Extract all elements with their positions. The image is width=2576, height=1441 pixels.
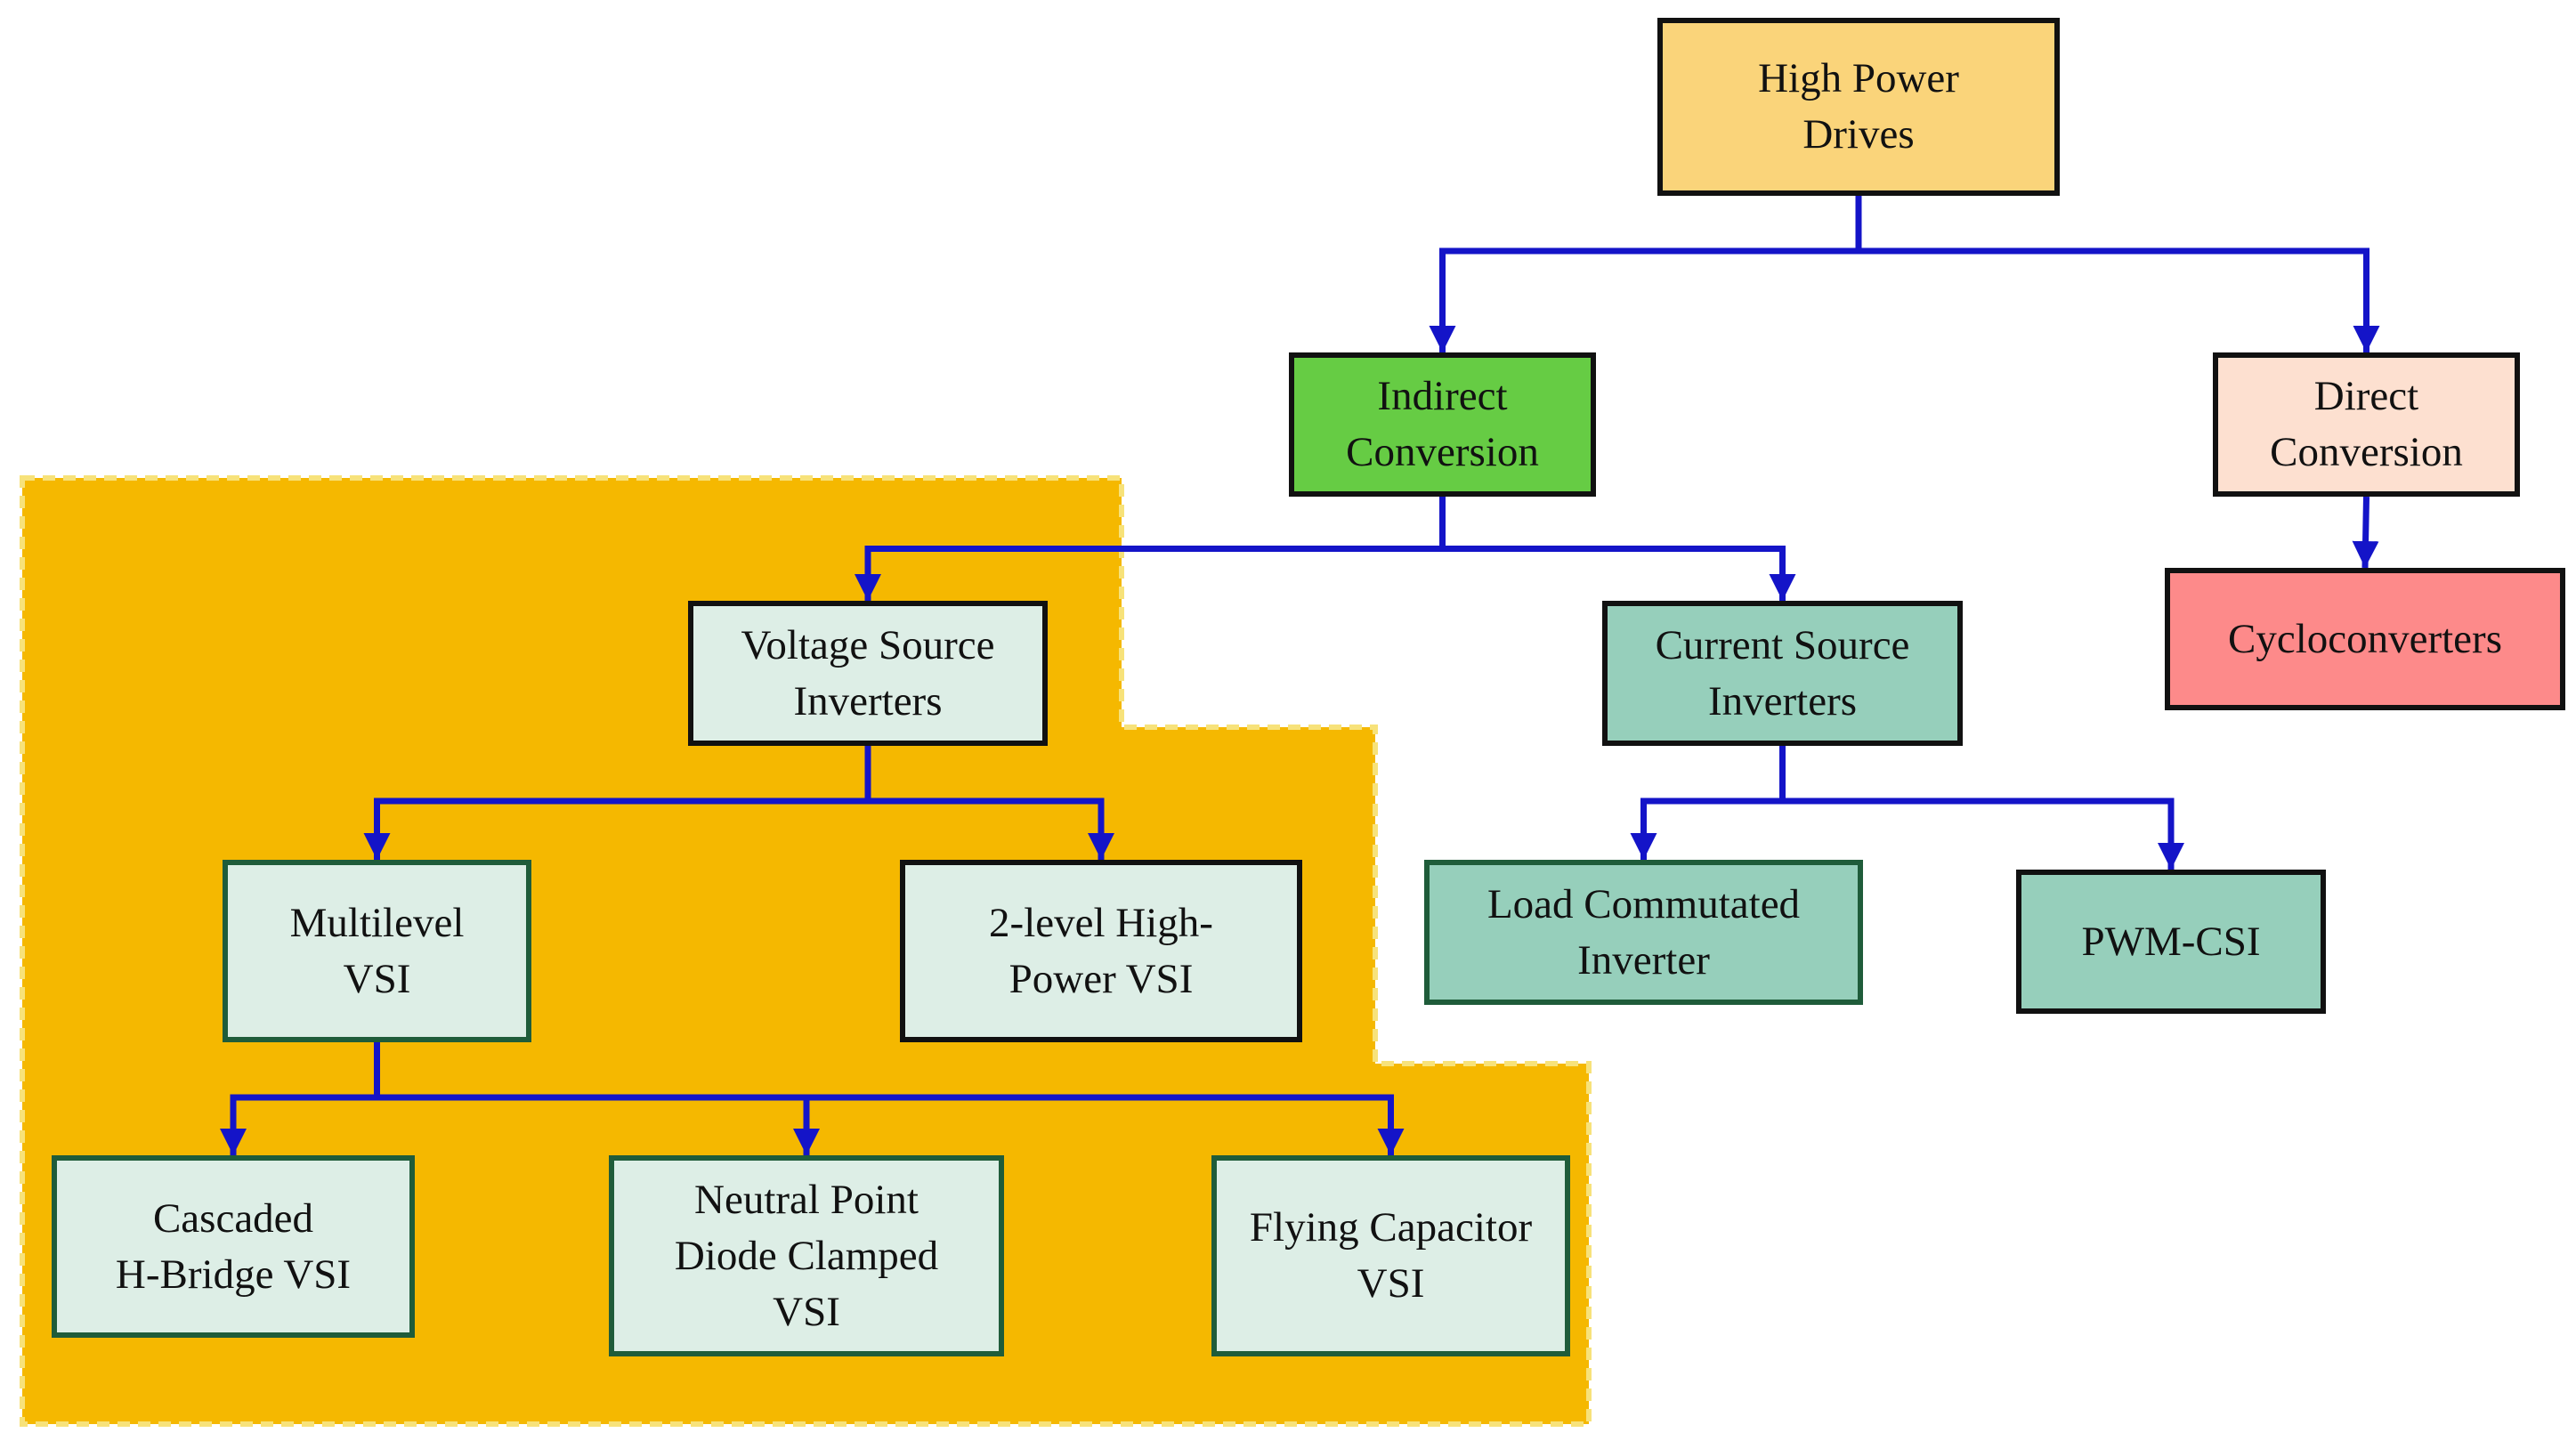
- connector-voltage_source_inverters-to-two_level_vsi: [864, 746, 1114, 860]
- node-current-source-inverters: Current Source Inverters: [1602, 601, 1963, 746]
- node-direct-conversion-label: Direct Conversion: [2270, 373, 2463, 475]
- node-voltage-source-inverters-label: Voltage Source Inverters: [741, 621, 995, 725]
- node-load-commutated-inverter: Load Commutated Inverter: [1424, 860, 1863, 1005]
- node-current-source-inverters-label: Current Source Inverters: [1655, 621, 1910, 725]
- node-voltage-source-inverters: Voltage Source Inverters: [688, 601, 1048, 746]
- node-neutral-point-diode-clamped-vsi: Neutral Point Diode Clamped VSI: [609, 1155, 1004, 1356]
- node-pwm-csi-label: PWM-CSI: [2081, 918, 2261, 965]
- node-indirect-conversion: Indirect Conversion: [1289, 352, 1596, 497]
- node-direct-conversion: Direct Conversion: [2213, 352, 2520, 497]
- connector-indirect_conversion-to-current_source_inverters: [1439, 497, 1796, 601]
- node-flying-capacitor-vsi: Flying Capacitor VSI: [1211, 1155, 1570, 1356]
- node-cycloconverters-label: Cycloconverters: [2227, 615, 2502, 662]
- node-cycloconverters: Cycloconverters: [2165, 568, 2565, 710]
- connector-current_source_inverters-to-pwm_csi: [1779, 746, 2184, 870]
- node-load-commutated-inverter-label: Load Commutated Inverter: [1486, 880, 1801, 984]
- node-flying-capacitor-vsi-label: Flying Capacitor VSI: [1249, 1204, 1533, 1307]
- connector-current_source_inverters-to-load_commutated_inverter: [1630, 746, 1786, 860]
- node-indirect-conversion-label: Indirect Conversion: [1346, 373, 1539, 475]
- connector-high_power_drives-to-direct_conversion: [1855, 196, 2380, 352]
- node-two-level-high-power-vsi: 2-level High- Power VSI: [900, 860, 1302, 1042]
- node-high-power-drives: High Power Drives: [1657, 18, 2060, 196]
- node-multilevel-vsi: Multilevel VSI: [223, 860, 531, 1042]
- connector-high_power_drives-to-indirect_conversion: [1429, 196, 1862, 352]
- node-pwm-csi: PWM-CSI: [2016, 870, 2326, 1014]
- node-cascaded-hbridge-vsi-label: Cascaded H-Bridge VSI: [115, 1194, 352, 1298]
- connector-multilevel_vsi-to-flying_capacitor_vsi: [374, 1042, 1405, 1155]
- connector-direct_conversion-to-cycloconverters: [2352, 496, 2379, 569]
- node-neutral-point-diode-clamped-vsi-label: Neutral Point Diode Clamped VSI: [674, 1176, 939, 1335]
- node-multilevel-vsi-label: Multilevel VSI: [289, 899, 465, 1002]
- node-high-power-drives-label: High Power Drives: [1758, 55, 1959, 158]
- node-cascaded-hbridge-vsi: Cascaded H-Bridge VSI: [52, 1155, 415, 1338]
- connectors-layer: [220, 196, 2380, 1155]
- node-two-level-high-power-vsi-label: 2-level High- Power VSI: [989, 899, 1213, 1002]
